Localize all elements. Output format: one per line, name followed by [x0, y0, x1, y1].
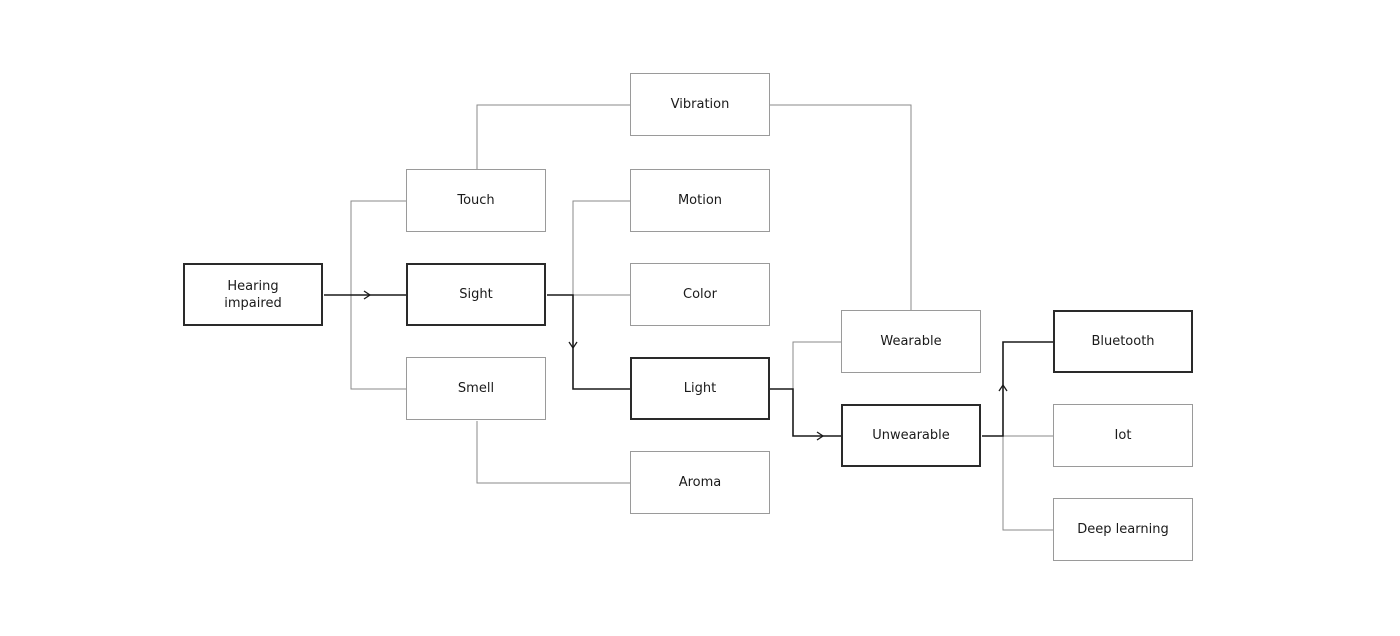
node-hearing-impaired: Hearing impaired — [183, 263, 323, 326]
node-label: Wearable — [880, 334, 942, 349]
node-label: Aroma — [678, 475, 722, 490]
connector-light-to-wearable — [792, 341, 841, 389]
highlight-sight-to-light — [547, 294, 630, 390]
node-label: Light — [683, 381, 717, 396]
node-label: Smell — [457, 381, 495, 396]
node-vibration: Vibration — [630, 73, 770, 136]
connector-touch-to-vibration — [476, 104, 630, 169]
connector-vibration-to-wearable — [770, 104, 912, 310]
node-label: Vibration — [670, 97, 730, 112]
node-label: Unwearable — [872, 428, 950, 443]
node-label: Deep learning — [1077, 522, 1169, 537]
node-bluetooth: Bluetooth — [1053, 310, 1193, 373]
node-label: Sight — [459, 287, 493, 302]
node-deep-learning: Deep learning — [1053, 498, 1193, 561]
connector-motion-to-light — [572, 200, 630, 295]
node-touch: Touch — [406, 169, 546, 232]
connector-hearing-to-smell — [350, 295, 406, 390]
node-aroma: Aroma — [630, 451, 770, 514]
node-sight: Sight — [406, 263, 546, 326]
node-wearable: Wearable — [841, 310, 981, 373]
node-motion: Motion — [630, 169, 770, 232]
node-iot: Iot — [1053, 404, 1193, 467]
node-label: Hearing impaired — [224, 278, 282, 311]
connector-unwearable-to-deep-learning — [1002, 436, 1053, 531]
node-smell: Smell — [406, 357, 546, 420]
node-label: Iot — [1114, 428, 1132, 443]
node-label: Bluetooth — [1091, 334, 1155, 349]
node-label: Motion — [677, 193, 723, 208]
highlight-light-to-unwearable — [770, 388, 841, 437]
node-label: Touch — [457, 193, 495, 208]
node-color: Color — [630, 263, 770, 326]
node-unwearable: Unwearable — [841, 404, 981, 467]
connector-smell-to-aroma — [476, 421, 630, 484]
node-label: Color — [683, 287, 717, 302]
connector-hearing-to-touch — [350, 200, 406, 295]
node-light: Light — [630, 357, 770, 420]
highlight-unwearable-to-bluetooth — [982, 341, 1053, 437]
